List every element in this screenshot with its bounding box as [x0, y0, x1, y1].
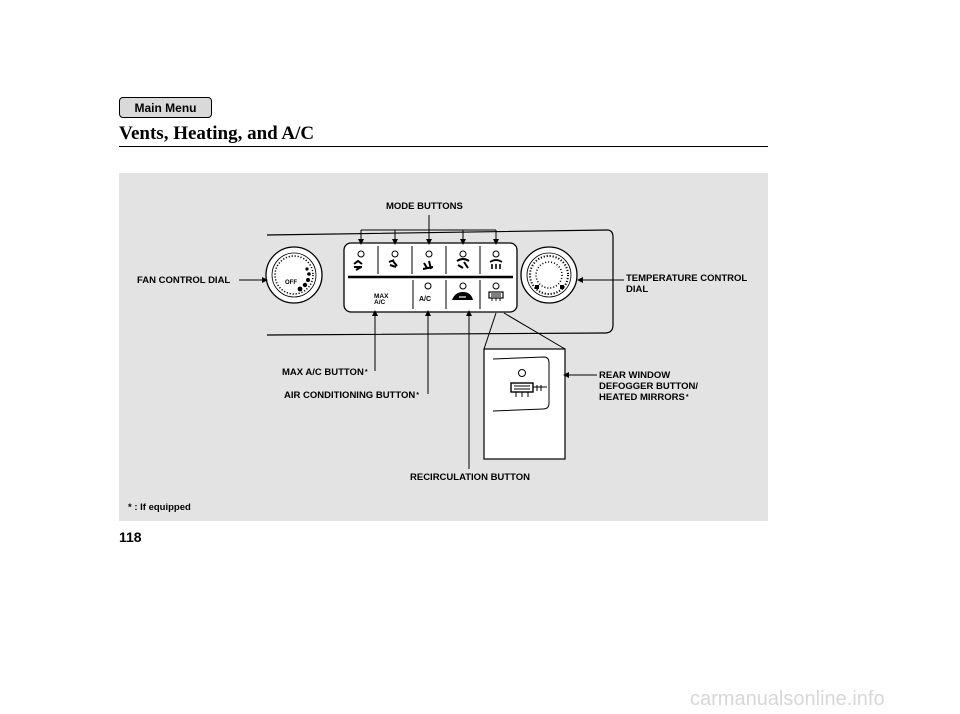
mode-button-defrost[interactable] — [489, 250, 503, 269]
button-block — [343, 242, 518, 313]
temperature-label-line2: DIAL — [626, 284, 649, 295]
fan-control-dial[interactable]: OFF — [265, 246, 323, 304]
watermark: carmanualsonline.info — [690, 688, 885, 710]
fan-dial-arrowhead — [262, 277, 268, 283]
page-number: 118 — [119, 529, 142, 545]
rear-window-label-line1: REAR WINDOW — [599, 370, 671, 381]
mode-buttons-leader — [360, 215, 497, 242]
rear-defogger-button[interactable] — [488, 282, 504, 301]
mode-button-floor[interactable] — [422, 250, 434, 270]
max-ac-button-label-text: MAX A/C BUTTON — [282, 367, 364, 378]
page-title: Vents, Heating, and A/C — [119, 123, 315, 144]
mode-buttons-arrowheads — [358, 239, 499, 245]
rear-window-defogger-label: REAR WINDOW DEFOGGER BUTTON/ HEATED MIRR… — [599, 370, 698, 403]
fan-off-label: OFF — [285, 280, 297, 286]
ac-arrowhead — [425, 310, 431, 316]
mode-button-bi-level[interactable] — [388, 250, 399, 268]
climate-panel-illustration: OFF — [239, 215, 624, 469]
mode-buttons-label: MODE BUTTONS — [386, 201, 463, 212]
footnote-text: : If equipped — [134, 502, 191, 513]
fan-control-dial-label: FAN CONTROL DIAL — [137, 275, 231, 286]
temperature-dial-arrowhead — [577, 277, 583, 283]
max-ac-asterisk: * — [364, 369, 368, 376]
main-menu-button[interactable]: Main Menu — [119, 97, 212, 118]
temperature-control-dial-label: TEMPERATURE CONTROL DIAL — [626, 273, 747, 295]
air-conditioning-button-label: AIR CONDITIONING BUTTON* — [284, 390, 419, 401]
title-divider — [119, 146, 768, 147]
max-ac-label-line1: MAX — [374, 293, 389, 300]
rear-defogger-zoom-callout — [483, 312, 566, 460]
ac-asterisk: * — [416, 392, 419, 399]
max-ac-label-line2: A/C — [374, 299, 386, 306]
rear-defogger-arrowhead — [563, 372, 569, 378]
max-ac-button[interactable]: MAX A/C — [374, 293, 389, 306]
recirculation-arrowhead — [466, 310, 472, 316]
rear-window-asterisk: * — [685, 394, 689, 401]
temperature-control-dial[interactable] — [520, 246, 578, 304]
max-ac-button-label: MAX A/C BUTTON* — [282, 367, 368, 378]
air-conditioning-button-label-text: AIR CONDITIONING BUTTON — [284, 390, 416, 401]
rear-window-label-line2: DEFOGGER BUTTON/ — [599, 381, 699, 392]
mode-button-vent[interactable] — [353, 250, 365, 271]
footnote: * : If equipped — [128, 502, 191, 513]
ac-label: A/C — [419, 296, 431, 303]
mode-button-floor-defrost[interactable] — [456, 250, 470, 269]
temperature-label-line1: TEMPERATURE CONTROL — [626, 273, 748, 284]
recirculation-button[interactable] — [452, 282, 473, 300]
footnote-marker: * — [128, 502, 132, 513]
max-ac-arrowhead — [372, 310, 378, 316]
ac-button[interactable]: A/C — [419, 282, 432, 303]
climate-control-figure: OFF — [119, 173, 768, 521]
recirculation-button-label: RECIRCULATION BUTTON — [410, 472, 530, 483]
rear-window-label-line3: HEATED MIRRORS — [599, 392, 685, 403]
